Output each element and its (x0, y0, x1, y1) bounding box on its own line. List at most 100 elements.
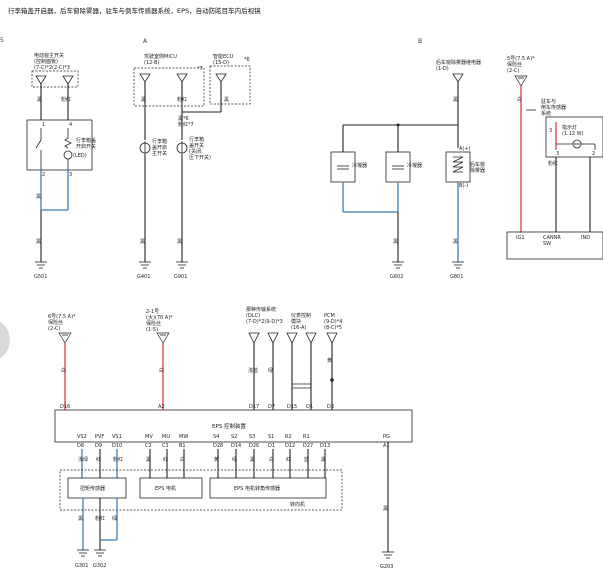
pin-label: D8 (77, 443, 84, 449)
pin-label: D27 (303, 443, 313, 449)
switch-label-2: 盖开启 (152, 144, 167, 151)
section-c-label: 5 (0, 37, 4, 44)
pcm-label-2: (9-D)*4 (324, 319, 342, 325)
pin-label: D15 (287, 404, 297, 410)
main-switch-label-3: (7-C)*2(2-C)*3 (34, 65, 70, 71)
wire-color-label: 黑 (78, 516, 83, 522)
ground-icon (176, 261, 188, 269)
pcm-label-3: (8-C)*5 (324, 325, 342, 331)
fuse-icon (156, 332, 170, 344)
wire-color-label: 绿 (232, 456, 237, 463)
signal-label: S4 (213, 434, 219, 440)
micu-outline (133, 67, 205, 107)
section-a-label: A (143, 38, 148, 45)
pin-label: 3 (549, 128, 552, 134)
wire-color-label: 粉红 (61, 96, 71, 103)
eps-circuit: 6号(7.5 A)* 保险丝 (2-C) 白 2-1号 (大)(70 A)* 保… (48, 306, 413, 570)
defogger-label: 后车窗 (470, 161, 485, 168)
dlc-label: 那种传输系统 (246, 306, 276, 313)
connector-icon (452, 73, 464, 83)
wire-color-label: 浅蓝 (248, 367, 258, 374)
wire-color-label: 蓝 (304, 456, 309, 463)
wire-color-label: 黑 (224, 97, 229, 103)
fuse-icon (514, 75, 528, 87)
ground-label: G302 (93, 563, 106, 569)
ecu-outline (209, 65, 251, 105)
wire-color-label: 粉红 (177, 96, 187, 103)
wire-color-label: 白 (61, 367, 66, 374)
pin-label: 1 (42, 122, 45, 128)
pin-label: 3 (69, 172, 72, 178)
wire-color-label: 粉红 (113, 456, 123, 463)
condenser-1 (330, 151, 356, 183)
pin-label: C1 (162, 443, 169, 449)
signal-label: VS2 (77, 434, 87, 440)
pin-label: D26 (249, 443, 259, 449)
switch-label-3: (关闭: (189, 148, 203, 155)
main-switch-label: 电动窗主开关 (34, 52, 64, 59)
pin-label: C2 (145, 443, 152, 449)
signal-label: CANNR (543, 235, 561, 241)
connector-icon (305, 332, 317, 344)
gauge-label-3: (16-A) (291, 325, 306, 331)
wire-color-label: 红 (96, 456, 101, 463)
pin-label: 2 (42, 172, 45, 178)
wire-color-label: 黑 (250, 457, 255, 463)
ground-icon (392, 261, 404, 269)
main-switch-label-2: (控制面板) (34, 58, 58, 65)
fuse-label-4: (1-5) (146, 327, 158, 333)
fuse-label-3: 保险丝 (146, 320, 161, 327)
page-edge-marker (0, 321, 10, 359)
connector-icon (62, 75, 74, 85)
wire-color-label: 黑 (146, 457, 151, 463)
fuse-icon (58, 332, 72, 344)
sensor-label-3: 系统 (541, 110, 551, 117)
switch-label-3: 主开关 (152, 150, 167, 157)
dlc-label-3: (7-D)*2(9-D)*3 (246, 319, 283, 325)
micu-label-2: (12-B) (144, 60, 159, 66)
signal-label: MU (162, 434, 170, 440)
ground-label: G203 (380, 564, 393, 570)
wire-color-label: 黑 (453, 239, 458, 245)
ground-label: G401 (137, 274, 150, 280)
defogger-label-2: 除雾器 (470, 167, 485, 174)
pin-label: A1 (383, 443, 390, 449)
gauge-label-2: 模块 (291, 318, 301, 325)
wire-color-label: 黄 (214, 456, 219, 463)
connector-icon (139, 73, 151, 83)
switch-label: 行李箱 (152, 138, 167, 145)
micu-label: 驾驶室侧MICU (144, 53, 177, 60)
pin-label: D12 (285, 443, 295, 449)
connector-icon (176, 73, 188, 83)
wire-color-label: 黑 (177, 239, 182, 245)
sensor-label-2: 倒车传感器 (541, 104, 566, 111)
signal-label: VS1 (112, 434, 122, 440)
relay-label-2: (1-D) (436, 66, 449, 72)
signal-label: IG1 (516, 235, 525, 241)
diagram-title: 行李箱盖开启器，后车窗除雾器，驻车与倒车传感器系统，EPS，自动防眩目车内后视镜 (8, 6, 261, 15)
pin-label: D28 (213, 443, 223, 449)
torque-sensor-box (67, 477, 127, 499)
signal-label: MV (145, 434, 153, 440)
note-label: 黑*6 (178, 116, 189, 122)
steering-gear-outline (59, 469, 343, 511)
fuse-label-2: 保险丝 (507, 61, 522, 68)
motor-angle-sensor-box (209, 477, 327, 499)
micu-circuit: 驾驶室侧MICU (12-B) 智能ECU (15-D) *7 *6 黑 粉红 … (133, 53, 251, 280)
ground-label: G301 (75, 563, 88, 569)
wire-color-label: 黑 (140, 239, 145, 245)
signal-label: S3 (249, 434, 255, 440)
wire-color-label: 黑 (37, 97, 42, 103)
ground-icon (139, 261, 151, 269)
fuse-label: 5号(7.5 A)* (507, 56, 535, 62)
ground-label: G501 (34, 274, 47, 280)
pin-label: D9 (95, 443, 102, 449)
ground-label: G801 (450, 274, 463, 280)
signal-label: S2 (231, 434, 237, 440)
wire-color-label: 粉红 (95, 515, 105, 522)
wire-color-label: 红 (163, 456, 168, 463)
pin-label: D3 (327, 404, 334, 410)
fuse-label-2: (大)(70 A)* (146, 314, 173, 321)
fuse-label-2: 保险丝 (48, 319, 63, 326)
